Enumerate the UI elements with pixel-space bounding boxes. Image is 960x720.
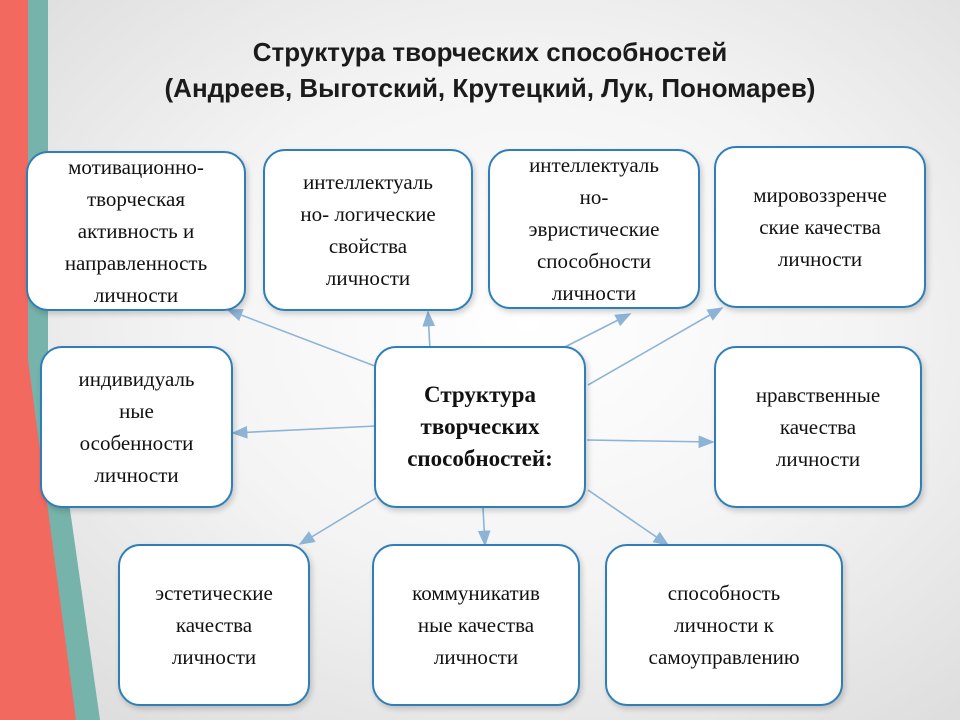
arrow-to-communicative [477,507,491,547]
arrow-to-intellectual-heuristic [554,313,632,353]
node-communicative: коммуникатив ные качества личности [372,544,580,706]
node-intellectual-logical-label: интеллектуаль но- логические свойства ли… [300,170,436,290]
node-worldview: мировоззренче ские качества личности [714,146,926,308]
arrow-to-aesthetic [298,497,377,545]
node-motivational-label: мотивационно- творческая активность и на… [64,155,208,307]
node-center: Структура творческих способностей: [374,346,586,508]
node-intellectual-logical: интеллектуаль но- логические свойства ли… [263,149,473,311]
node-moral: нравственные качества личности [714,346,922,508]
node-self-management: способность личности к самоуправлению [605,544,843,706]
node-communicative-label: коммуникатив ные качества личности [412,581,540,669]
node-intellectual-heuristic: интеллектуаль но- эвристические способно… [488,149,700,309]
arrow-to-worldview [587,307,724,386]
node-center-label: Структура творческих способностей: [407,382,553,471]
node-self-management-label: способность личности к самоуправлению [648,581,800,669]
node-aesthetic: эстетические качества личности [118,544,310,706]
node-moral-label: нравственные качества личности [755,383,881,471]
arrow-to-individual [231,425,377,439]
slide-title: Структура творческих способностей (Андре… [100,34,880,106]
node-individual-label: индивидуаль ные особенности личности [78,367,195,487]
node-worldview-label: мировоззренче ские качества личности [753,183,887,271]
arrow-to-intellectual-logical [422,310,436,351]
title-line-2: (Андреев, Выготский, Крутецкий, Лук, Пон… [164,73,816,103]
arrow-to-moral [586,435,715,449]
node-individual: индивидуаль ные особенности личности [40,346,233,508]
node-motivational: мотивационно- творческая активность и на… [26,151,246,311]
title-line-1: Структура творческих способностей [252,37,728,67]
arrow-to-motivational [226,309,381,369]
node-intellectual-heuristic-label: интеллектуаль но- эвристические способно… [528,153,660,305]
node-aesthetic-label: эстетические качества личности [155,581,273,669]
arrow-to-self-management [587,489,670,546]
